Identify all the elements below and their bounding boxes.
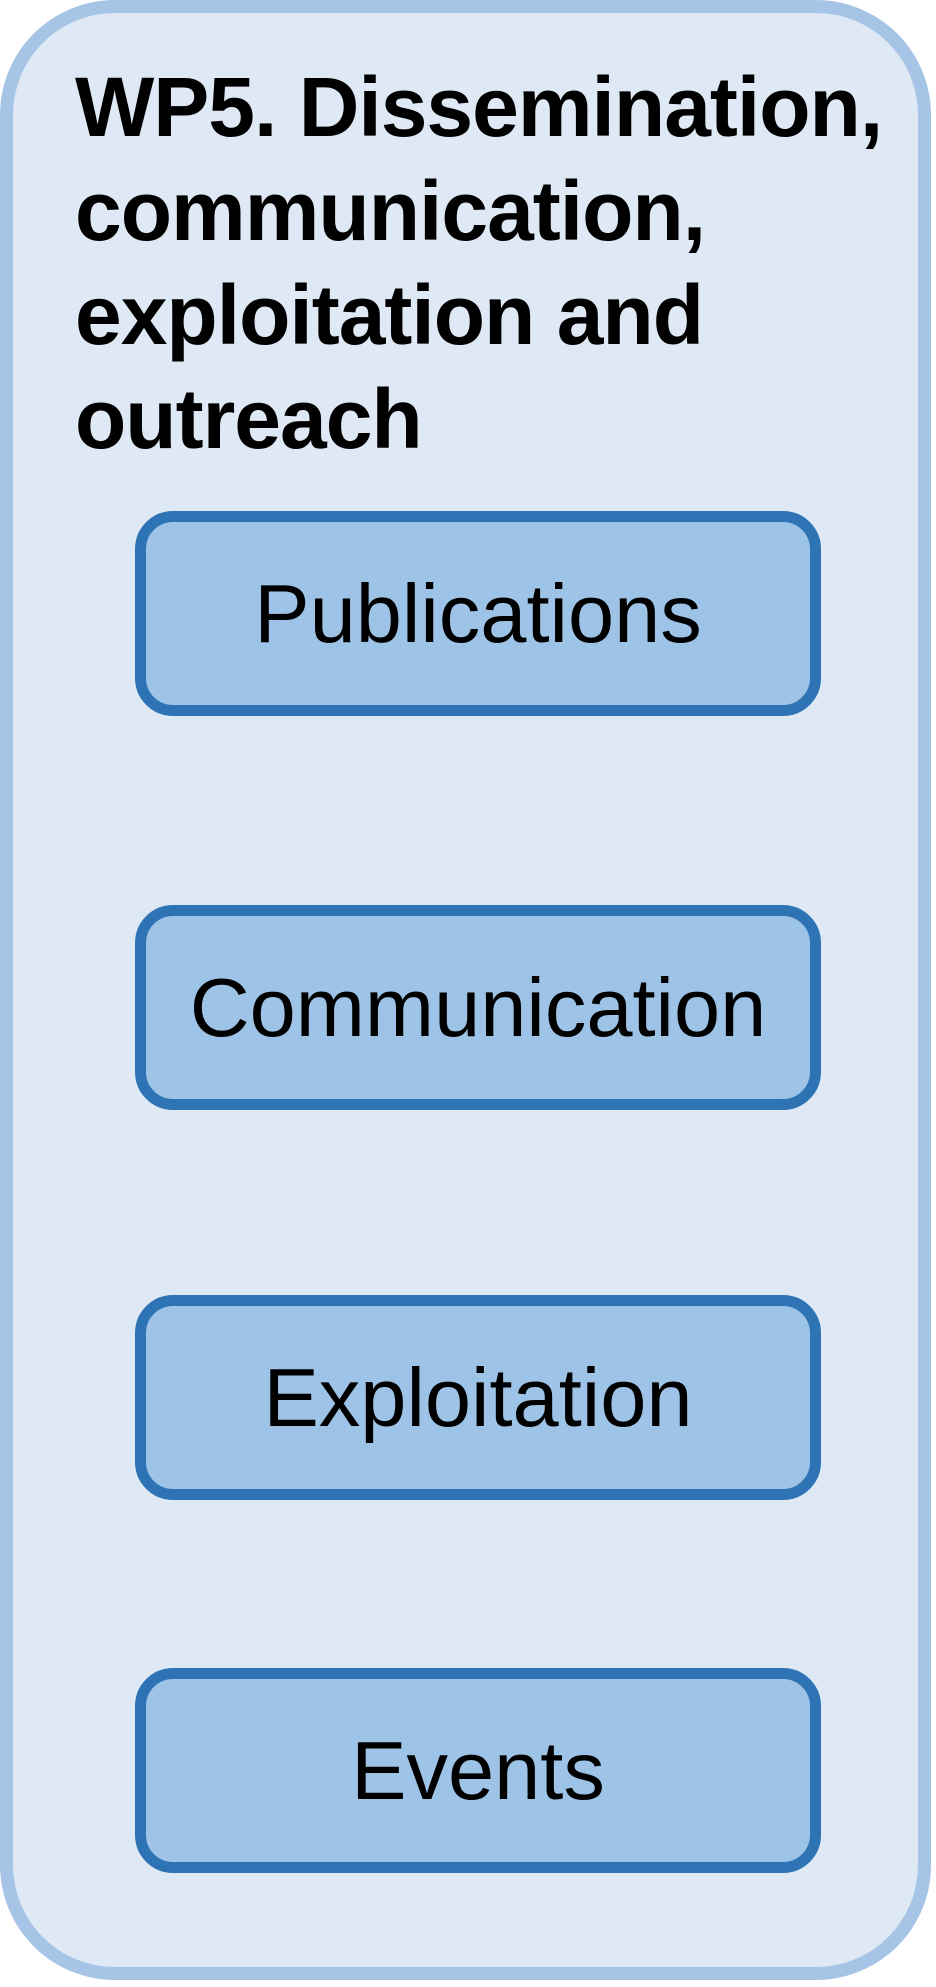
wp5-title: WP5. Dissemination, communication, explo… <box>75 60 883 467</box>
publications-button[interactable]: Publications <box>135 511 821 716</box>
events-button[interactable]: Events <box>135 1668 821 1873</box>
exploitation-button[interactable]: Exploitation <box>135 1295 821 1500</box>
communication-button[interactable]: Communication <box>135 905 821 1110</box>
